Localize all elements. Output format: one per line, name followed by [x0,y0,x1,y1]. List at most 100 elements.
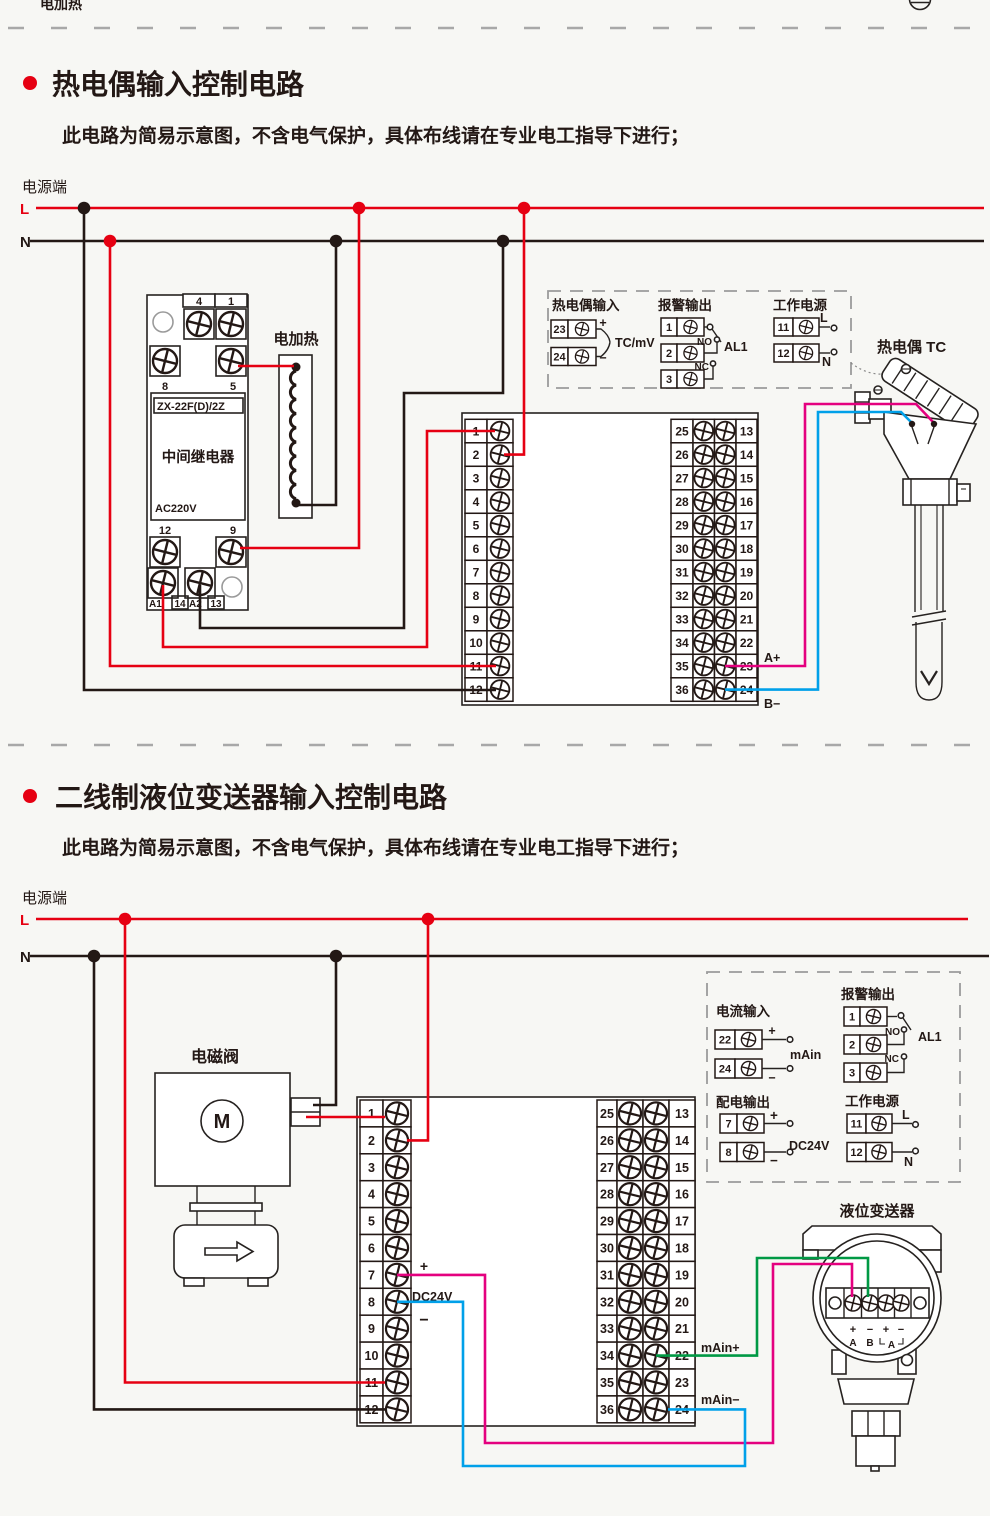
electric-heater: 电加热 [273,330,319,519]
terminal-number: 2 [473,448,480,462]
section1-header: 热电偶输入控制电路 此电路为简易示意图，不含电气保护，具体布线请在专业电工指导下… [20,68,689,251]
l-label: L [820,311,828,325]
terminal-cell [668,1368,696,1397]
a-plus-label: A+ [764,651,780,665]
intermediate-relay: 4 1 8 5 ZX-22F(D)/2Z 中间继电器 AC220V 12 9 A… [146,293,249,611]
terminal-cell [668,1206,696,1236]
terminal-number: 8 [368,1295,375,1309]
dc-plus-sign: + [420,1258,428,1274]
terminal-number: 10 [365,1349,379,1363]
terminal-number: 18 [675,1241,689,1255]
relay-terminal-14: 14 [174,599,186,610]
tc-input-terminals: 23 24 [550,319,597,367]
terminal-number: 10 [469,636,483,650]
tc-input-title: 热电偶输入 [552,297,620,313]
relay-terminal-4: 4 [196,296,203,308]
circuit1-wires: A+ B− [30,201,984,711]
terminal-number: 5 [473,518,480,532]
terminal-number: 2 [368,1134,375,1148]
alarm-terminals: 123 [843,1006,888,1083]
terminal-number: 16 [675,1188,689,1202]
terminal-number: 6 [473,542,480,556]
sign-minus: − [898,1324,904,1336]
no-label: NO [885,1027,900,1038]
terminal-number: 3 [473,471,480,485]
terminal-number: 28 [675,495,689,509]
relay-terminal-12: 12 [159,525,171,537]
dist-output-terminals: 78 [719,1113,765,1163]
section2-title: 二线制液位变送器输入控制电路 [55,781,448,813]
tc-label: 热电偶 TC [877,338,946,356]
terminal-number: 34 [675,636,689,650]
terminal-number: 19 [740,565,754,579]
terminal-cell [668,1233,696,1263]
level-transmitter: 液位变送器 + − + − A B A [802,1202,942,1472]
terminal-number: 17 [675,1215,689,1229]
terminal-number: 35 [675,659,689,673]
terminal-number: 18 [740,542,754,556]
section1-title: 热电偶输入控制电路 [52,68,305,100]
terminal-number: 20 [740,589,754,603]
terminal-number: 8 [725,1147,731,1159]
terminal-number: 32 [675,589,689,603]
valve-label: 电磁阀 [191,1047,239,1066]
relay-terminal-8: 8 [162,381,168,393]
terminal-number: 33 [600,1322,614,1336]
heater-label: 电加热 [273,330,318,348]
l-label: L [902,1108,910,1122]
relay-terminal-1: 1 [228,296,234,308]
terminal-number: 15 [675,1161,689,1175]
relay-terminal-5: 5 [230,381,236,393]
power-terminal-label: 电源端 [22,179,67,196]
terminal-number: 6 [368,1241,375,1255]
terminal-number: 11 [851,1118,863,1130]
terminal-number: 21 [675,1322,689,1336]
al1-label: AL1 [724,340,748,354]
top-partial-icon [908,0,932,11]
work-power-title: 工作电源 [845,1093,899,1109]
top-clipped-label: 电加热 [40,0,82,12]
plus-sign: + [770,1108,778,1123]
terminal-number: 15 [740,471,754,485]
al1-label: AL1 [918,1030,942,1044]
sign-plus: + [883,1324,889,1336]
sign-minus: − [867,1324,873,1336]
main-note: mAin [790,1048,821,1062]
section1-subtitle: 此电路为简易示意图，不含电气保护，具体布线请在专业电工指导下进行； [62,124,689,147]
terminal-number: 23 [553,324,565,336]
terminal-number: 24 [553,351,566,363]
terminal-number: 19 [675,1268,689,1282]
terminal-number: 29 [675,518,689,532]
relay-terminal-a2: A2 [189,599,202,610]
tc-b-minus-wire [725,410,913,691]
n-label: N [822,355,831,369]
terminal-number: 17 [740,518,754,532]
line-l-label: L [20,201,29,218]
terminal-cell [668,1099,696,1128]
terminal-cell [668,1314,696,1343]
circuit2-wires: mAin+ mAin − [30,912,989,1468]
bullet-icon [23,789,37,803]
b-minus-label: B− [764,697,780,711]
n-label: N [904,1155,913,1169]
relay-terminal-a1: A1 [149,599,162,610]
terminal-number: 35 [600,1376,614,1390]
terminal-number: 14 [675,1134,689,1148]
letter-a-bracket: A [888,1340,895,1351]
main-minus-wire [397,1300,747,1468]
terminal-cell [668,1126,696,1155]
transmitter-label: 液位变送器 [839,1202,915,1220]
alarm-output-title: 报警输出 [841,986,895,1002]
terminal-number: 27 [675,471,689,485]
plus-sign: + [599,316,606,330]
terminal-number: 23 [675,1376,689,1390]
terminal-number: 30 [675,542,689,556]
main-plus-label: mAin+ [701,1341,740,1355]
nc-label: NC [885,1054,899,1065]
